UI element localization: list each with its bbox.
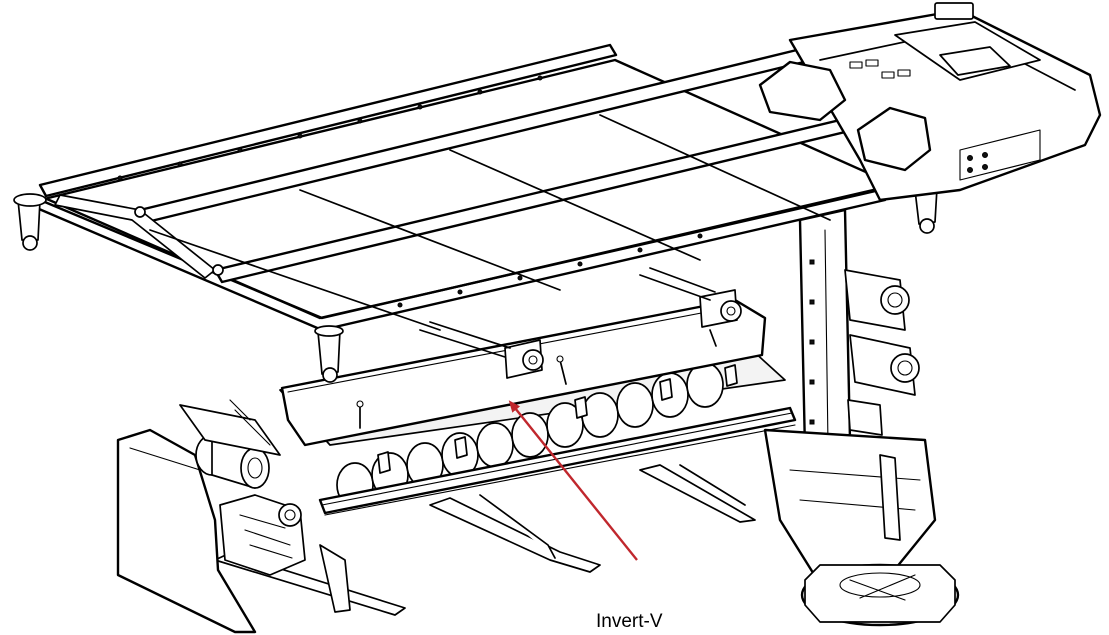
screen-deck xyxy=(13,43,943,383)
callout-label: Invert-V xyxy=(596,611,663,632)
invert-v-panel xyxy=(280,267,767,447)
callout-arrow xyxy=(508,400,638,561)
callout-invert-v: Invert-V xyxy=(508,400,663,632)
motor-housing xyxy=(758,2,1102,202)
right-column xyxy=(763,208,960,627)
left-end-shield xyxy=(116,399,306,634)
